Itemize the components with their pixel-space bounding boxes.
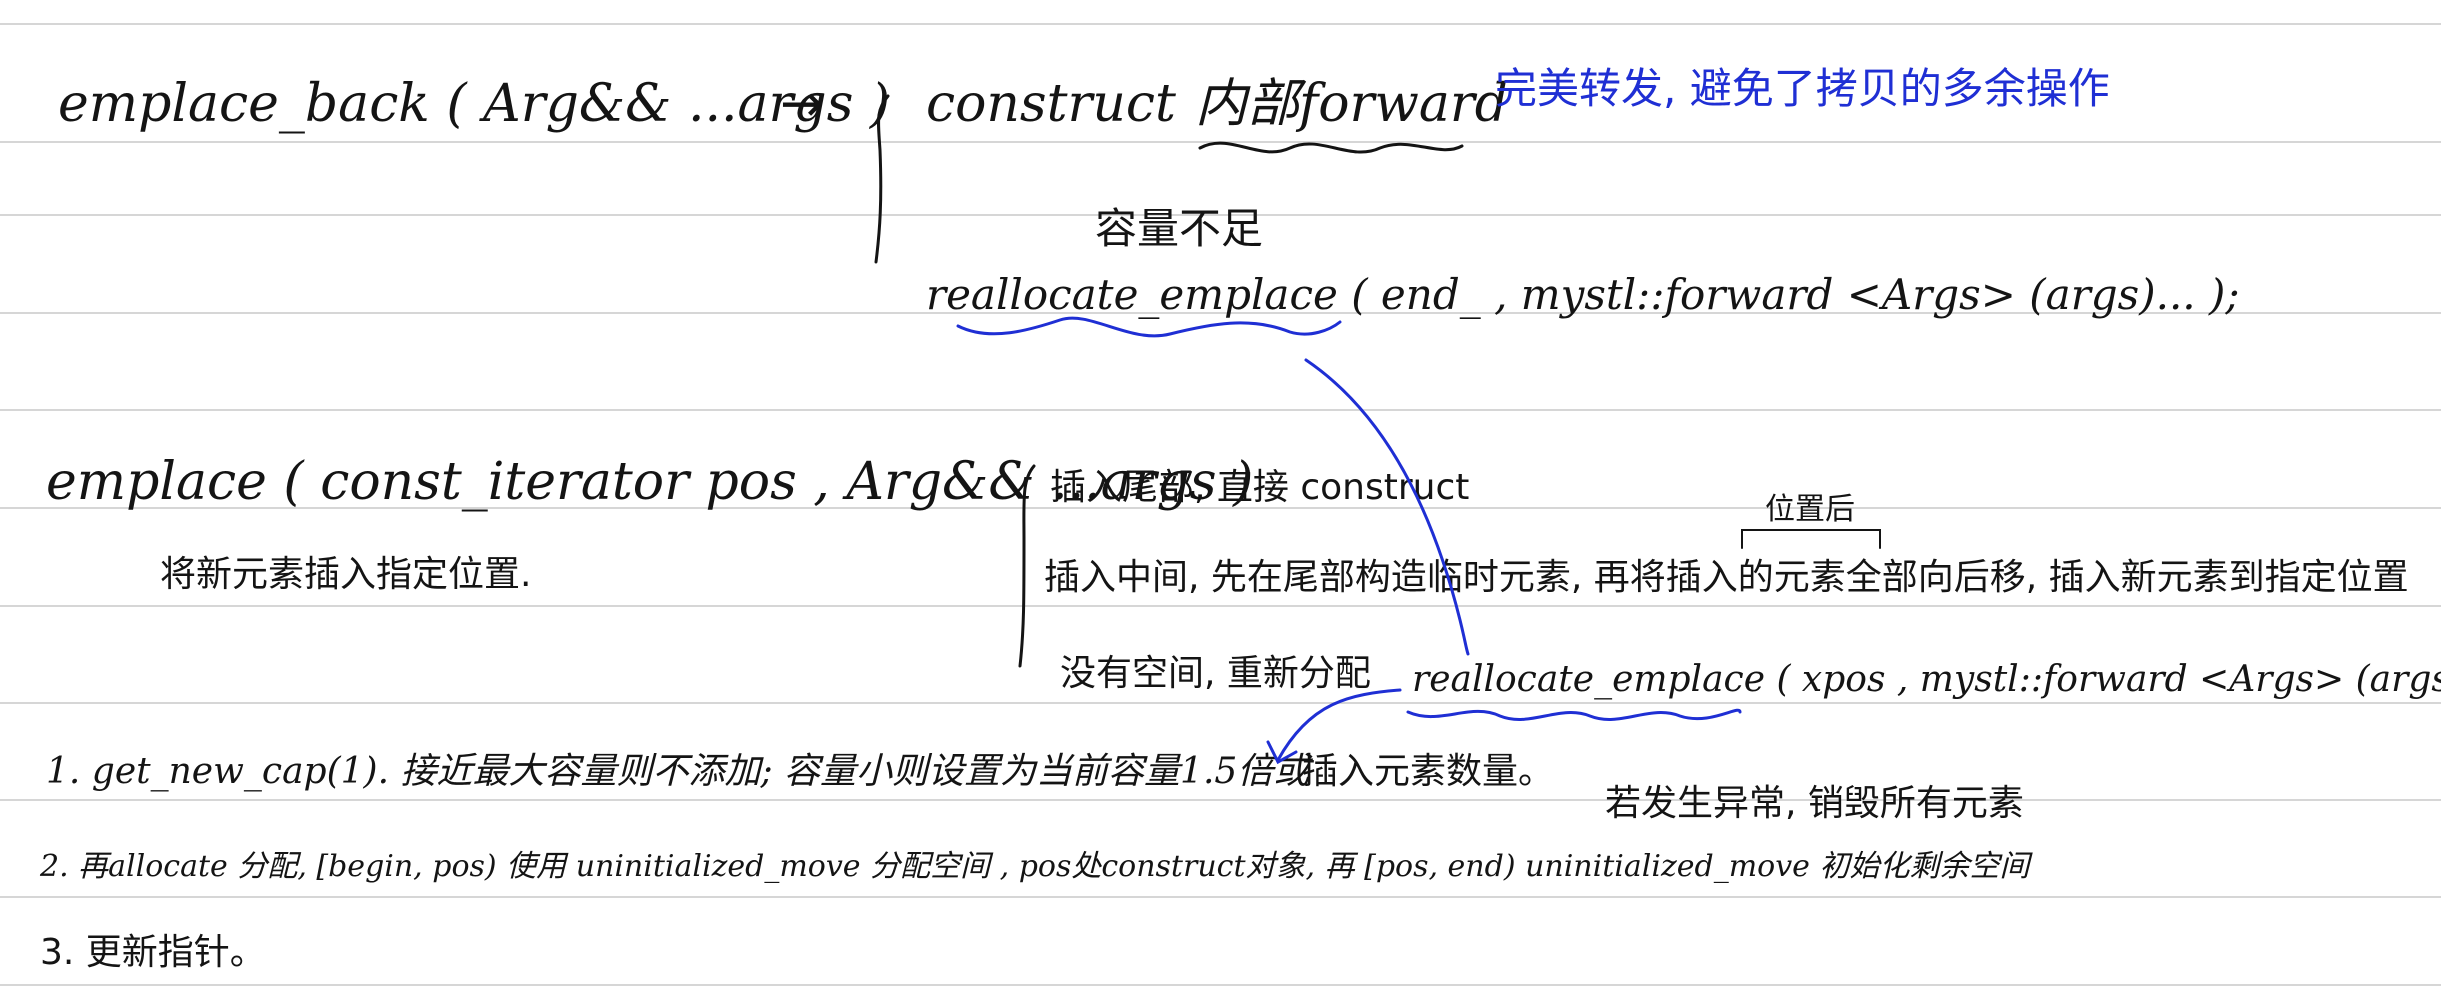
exception-note: 若发生异常, 销毁所有元素: [1605, 783, 2024, 824]
position-after-label: 位置后: [1765, 492, 1855, 527]
internal-forward-text: 内部forward: [1195, 74, 1509, 134]
step-3-text: 3. 更新指针。: [40, 932, 266, 973]
reallocate-emplace-xpos-call: reallocate_emplace ( xpos , mystl::forwa…: [1412, 659, 2441, 700]
step-1-text: 1. get_new_cap(1). 接近最大容量则不添加; 容量小则设置为当前…: [46, 751, 1310, 792]
capacity-insufficient-label: 容量不足: [1095, 204, 1264, 253]
perfect-forwarding-note: 完美转发, 避免了拷贝的多余操作: [1495, 64, 2110, 113]
arrow-glyph: →: [780, 74, 824, 134]
construct-text: construct: [926, 74, 1176, 134]
reallocate-emplace-end-call: reallocate_emplace ( end_ , mystl::forwa…: [926, 270, 2240, 319]
insert-count-text: 插入元素数量。: [1302, 751, 1555, 792]
emplace-back-signature: emplace_back ( Arg&& ...args ): [58, 74, 891, 134]
case-no-space: 没有空间, 重新分配: [1060, 653, 1371, 694]
emplace-description: 将新元素插入指定位置.: [160, 554, 532, 595]
case-insert-tail: 插入尾部, 直接 construct: [1050, 467, 1470, 508]
step-2-text: 2. 再allocate 分配, [begin, pos) 使用 uniniti…: [40, 849, 2030, 884]
case-insert-middle: 插入中间, 先在尾部构造临时元素, 再将插入的元素全部向后移, 插入新元素到指定…: [1044, 557, 2409, 598]
emplace-signature: emplace ( const_iterator pos , Arg&& ...…: [46, 452, 1254, 512]
